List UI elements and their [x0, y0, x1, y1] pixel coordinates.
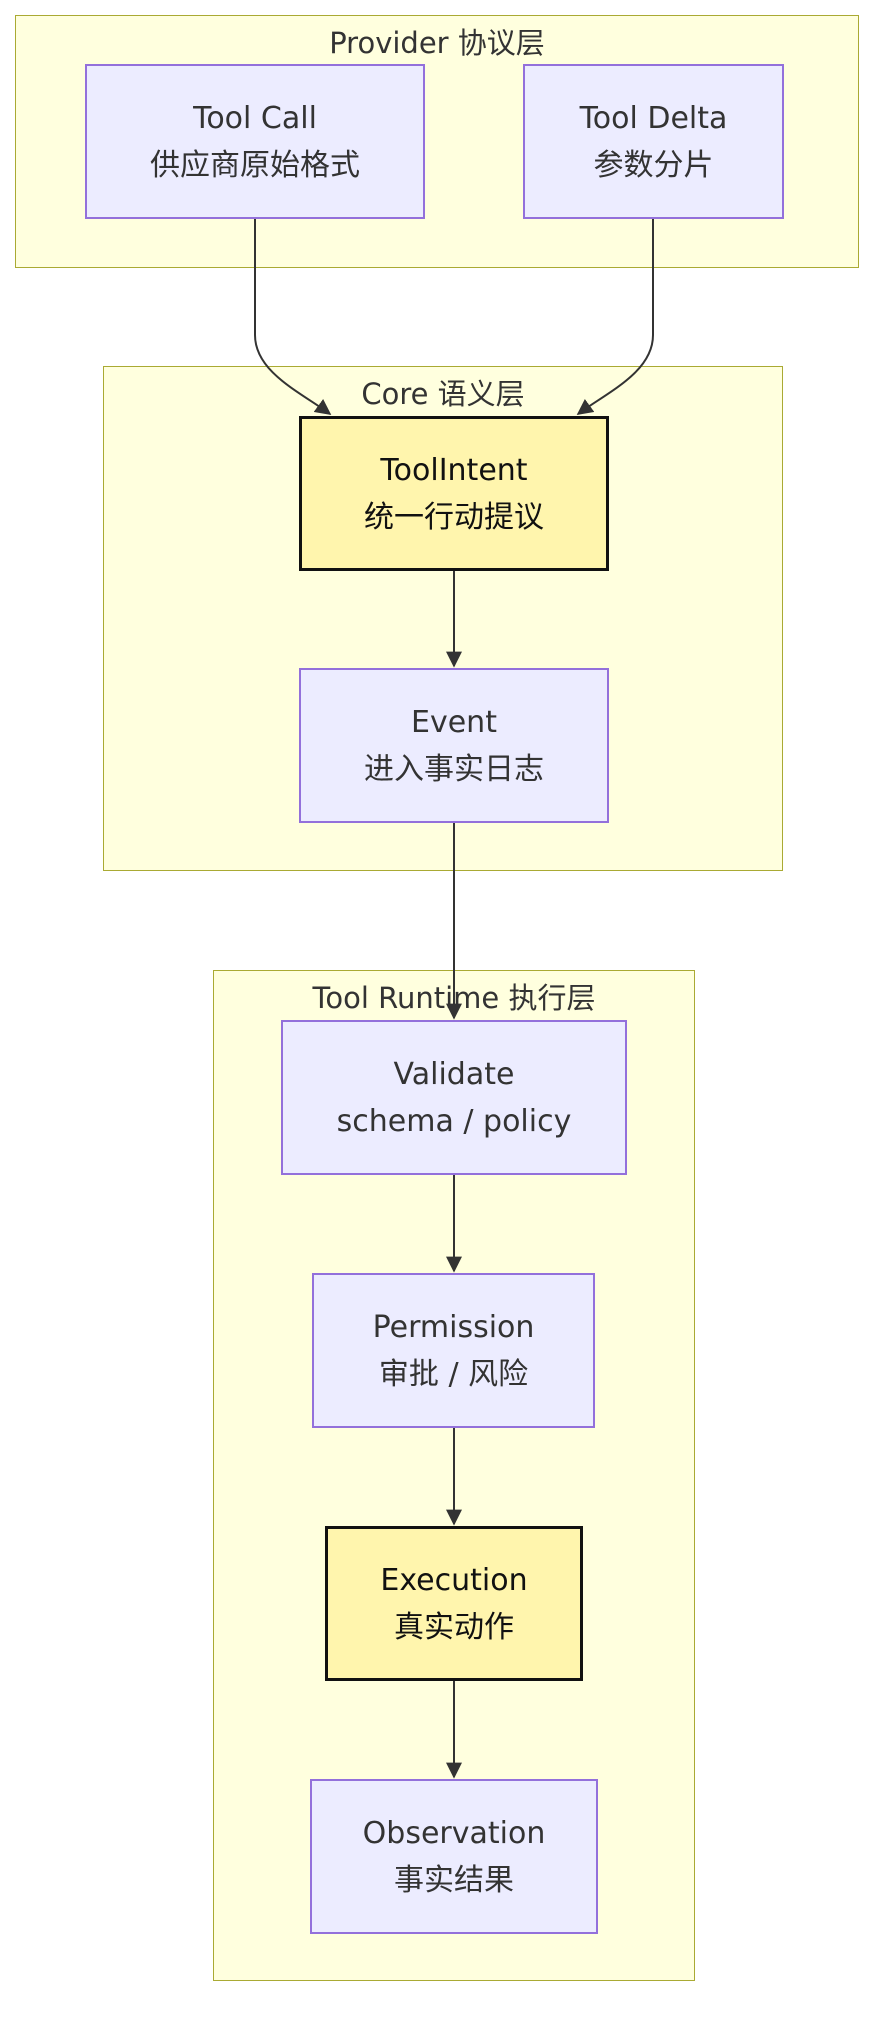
node-permission: Permission 审批 / 风险 — [312, 1273, 595, 1428]
node-observation-title: Observation — [362, 1815, 546, 1851]
node-tool-delta-subtitle: 参数分片 — [593, 147, 714, 183]
node-execution-subtitle: 真实动作 — [394, 1609, 514, 1645]
node-tool-delta-title: Tool Delta — [579, 100, 728, 136]
node-permission-title: Permission — [372, 1309, 535, 1345]
node-tool-delta: Tool Delta 参数分片 — [523, 64, 784, 219]
node-tool-call: Tool Call 供应商原始格式 — [85, 64, 425, 219]
cluster-runtime-title: Tool Runtime 执行层 — [312, 981, 596, 1015]
node-tool-call-subtitle: 供应商原始格式 — [150, 147, 360, 183]
node-observation-subtitle: 事实结果 — [394, 1862, 514, 1898]
node-validate-title: Validate — [393, 1056, 515, 1092]
node-permission-subtitle: 审批 / 风险 — [378, 1356, 529, 1392]
node-event-subtitle: 进入事实日志 — [364, 751, 544, 787]
node-event-title: Event — [411, 704, 497, 740]
cluster-core-title: Core 语义层 — [361, 377, 525, 411]
node-execution-title: Execution — [380, 1562, 528, 1598]
node-validate-subtitle: schema / policy — [336, 1103, 572, 1139]
node-tool-intent-subtitle: 统一行动提议 — [364, 499, 544, 535]
node-observation: Observation 事实结果 — [310, 1779, 598, 1934]
node-tool-intent-title: ToolIntent — [380, 452, 528, 488]
node-validate: Validate schema / policy — [281, 1020, 627, 1175]
node-event: Event 进入事实日志 — [299, 668, 609, 823]
cluster-provider-title: Provider 协议层 — [329, 26, 545, 60]
node-execution: Execution 真实动作 — [325, 1526, 583, 1681]
node-tool-call-title: Tool Call — [193, 100, 317, 136]
node-tool-intent: ToolIntent 统一行动提议 — [299, 416, 609, 571]
